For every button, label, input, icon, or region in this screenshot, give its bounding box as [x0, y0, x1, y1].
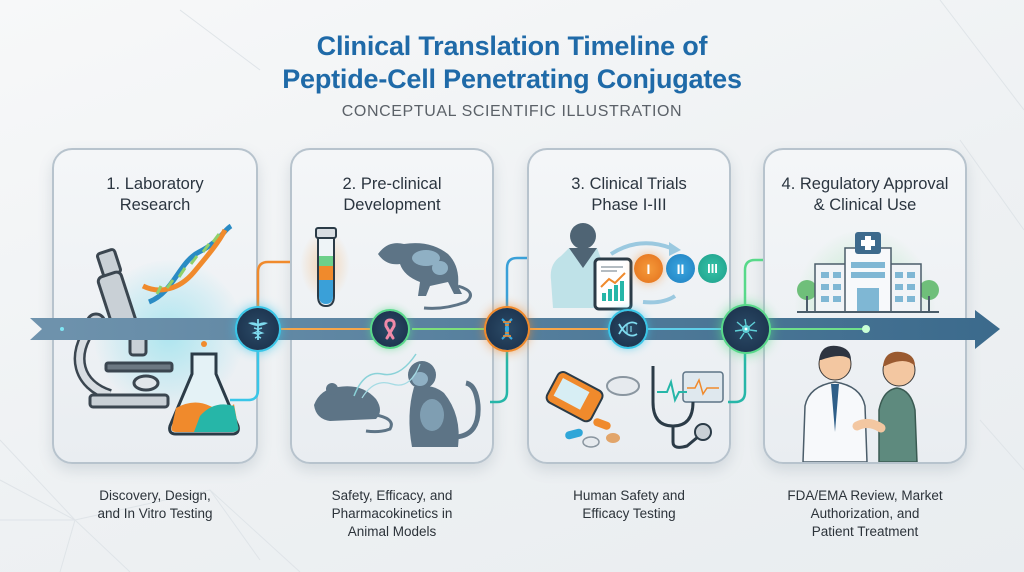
flask-icon	[168, 332, 240, 436]
neural-strands	[353, 353, 421, 399]
phase-badges: I II III	[634, 254, 727, 283]
monkey-icon	[408, 361, 481, 447]
timeline-node-4	[610, 311, 646, 347]
phase-ii-badge: II	[666, 254, 695, 283]
stage-title: 2. Pre-clinical Development	[342, 175, 442, 214]
stage-description-2: Safety, Efficacy, and Pharmacokinetics i…	[331, 488, 453, 539]
stage-title: 3. Clinical Trials Phase I-III	[571, 175, 687, 214]
title-line-2: Peptide-Cell Penetrating Conjugates	[282, 64, 742, 94]
stage-description-3: Human Safety and Efficacy Testing	[573, 488, 685, 521]
timeline-node-2	[372, 311, 408, 347]
page-title: Clinical Translation Timeline of Peptide…	[0, 30, 1024, 96]
test-tube-icon	[315, 227, 337, 308]
stage-card-clinical-trials: 3. Clinical Trials Phase I-III I II III	[527, 148, 731, 464]
stage-description-1: Discovery, Design, and In Vitro Testing	[97, 488, 213, 521]
stage-card-preclinical-development: 2. Pre-clinical Development	[290, 148, 494, 464]
timeline-node-5	[723, 306, 769, 352]
timeline-node-1	[237, 308, 279, 350]
doctor-patient-handshake-icon	[802, 345, 918, 462]
stage-title: 1. Laboratory Research	[106, 175, 204, 214]
timeline-node-3	[486, 308, 528, 350]
title-line-1: Clinical Translation Timeline of	[316, 31, 708, 61]
stage-title: 4. Regulatory Approval & Clinical Use	[781, 175, 949, 214]
tablet-chart-icon	[593, 257, 633, 311]
stage-card-regulatory-approval: 4. Regulatory Approval & Clinical Use	[763, 148, 967, 464]
stethoscope-icon	[651, 366, 724, 449]
phase-iii-badge: III	[698, 254, 727, 283]
phase-i-badge: I	[634, 254, 663, 283]
stage-card-laboratory-research: 1. Laboratory Research	[52, 148, 258, 464]
caduceus-icon	[248, 319, 268, 340]
dna-icon	[618, 321, 638, 337]
stage-description-4: FDA/EMA Review, Market Authorization, an…	[787, 488, 943, 539]
dna-icon	[501, 318, 513, 340]
page-subtitle: CONCEPTUAL SCIENTIFIC ILLUSTRATION	[341, 103, 683, 120]
hospital-icon	[797, 232, 939, 313]
neuron-icon	[734, 318, 758, 340]
rat-icon	[378, 243, 472, 310]
phase-arc-arrows	[609, 241, 681, 305]
awareness-ribbon-icon	[384, 318, 396, 340]
dna-helix-icon	[141, 223, 233, 305]
pill-bottle-icon	[545, 371, 640, 448]
